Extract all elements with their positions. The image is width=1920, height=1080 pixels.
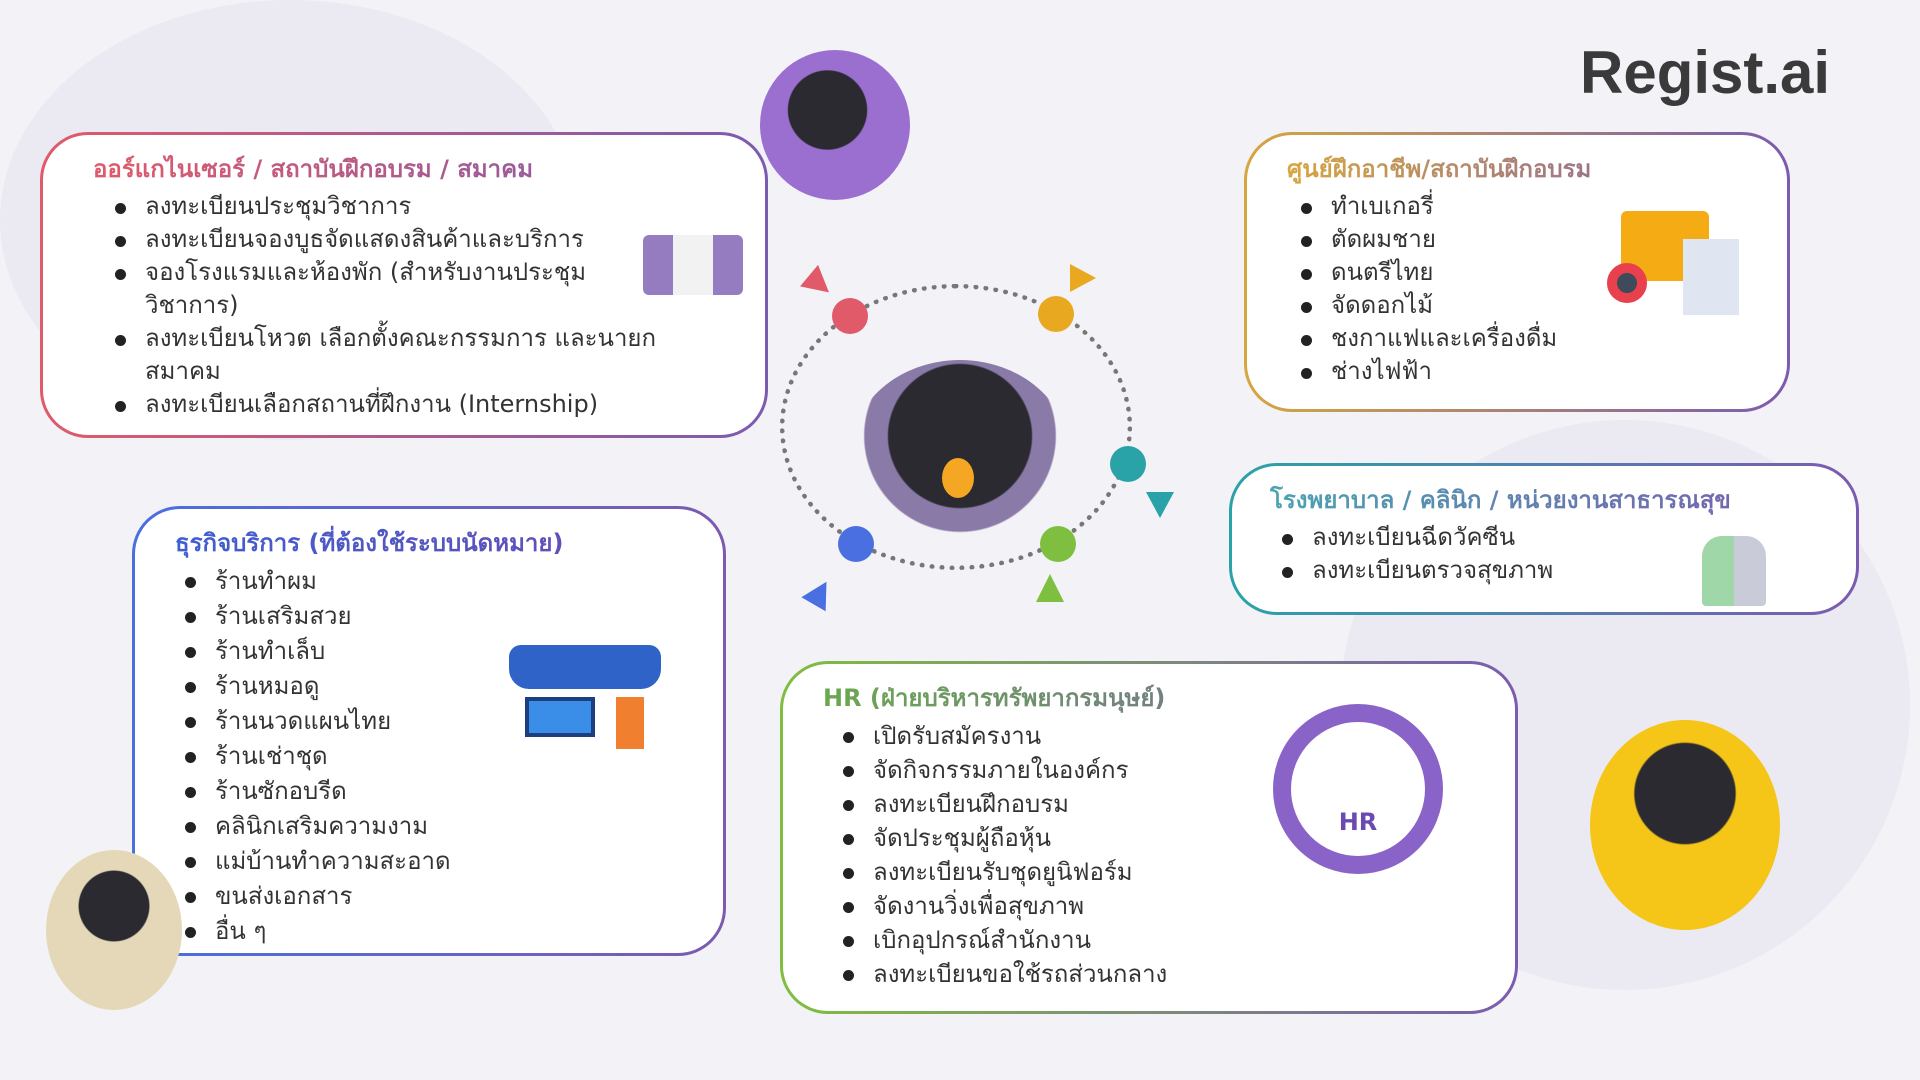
conference-illustration — [643, 235, 743, 295]
list-item: ร้านเสริมสวย — [185, 599, 693, 634]
list-item: ร้านทำเล็บ — [185, 634, 693, 669]
list-item: ลงทะเบียนโหวต เลือกตั้งคณะกรรมการ และนาย… — [115, 322, 675, 388]
list-item: แม่บ้านทำความสะอาด — [185, 844, 693, 879]
list-item: ช่างไฟฟ้า — [1301, 355, 1757, 388]
document-icon — [1683, 239, 1739, 315]
shop-icon — [509, 645, 661, 753]
list-item: จัดประชุมผู้ถือหุ้น — [843, 821, 1485, 855]
card-organizer: ออร์แกไนเซอร์ / สถาบันฝึกอบรม / สมาคม ลง… — [40, 132, 768, 438]
hr-badge: HR — [1338, 808, 1378, 836]
hub-dot-red — [832, 298, 868, 334]
card-hr: HR (ฝ่ายบริหารทรัพยากรมนุษย์) เปิดรับสมั… — [780, 661, 1518, 1014]
center-mascot-image — [850, 360, 1070, 550]
center-hub — [780, 284, 1132, 570]
card-health: โรงพยาบาล / คลินิก / หน่วยงานสาธารณสุข ล… — [1229, 463, 1859, 615]
list-item: จัดดอกไม้ — [1301, 289, 1757, 322]
list-item: ร้านนวดแผนไทย — [185, 704, 693, 739]
list-item: ทำเบเกอรี่ — [1301, 190, 1757, 223]
list-item: จองโรงแรมและห้องพัก (สำหรับงานประชุมวิชา… — [115, 256, 675, 322]
list-item: ขนส่งเอกสาร — [185, 879, 693, 914]
mascot-yellow-image — [1590, 720, 1780, 930]
card-title: โรงพยาบาล / คลินิก / หน่วยงานสาธารณสุข — [1270, 480, 1826, 519]
hub-dot-gold — [1038, 296, 1074, 332]
list-item: ลงทะเบียนจองบูธจัดแสดงสินค้าและบริการ — [115, 223, 675, 256]
card-title: ศูนย์ฝึกอาชีพ/สถาบันฝึกอบรม — [1287, 149, 1757, 188]
mascot-purple-image — [760, 50, 910, 200]
hub-dot-teal — [1110, 446, 1146, 482]
arrow-blue — [801, 574, 839, 612]
list-item: เปิดรับสมัครงาน — [843, 719, 1485, 753]
list-item: ลงทะเบียนรับชุดยูนิฟอร์ม — [843, 855, 1485, 889]
gear-icon — [1607, 263, 1647, 303]
list-item: จัดกิจกรรมภายในองค์กร — [843, 753, 1485, 787]
arrow-green — [1036, 574, 1064, 602]
list-item: จัดงานวิ่งเพื่อสุขภาพ — [843, 889, 1485, 923]
list-item: ชงกาแฟและเครื่องดื่ม — [1301, 322, 1757, 355]
list-item: เบิกอุปกรณ์สำนักงาน — [843, 923, 1485, 957]
list-item: อื่น ๆ — [185, 914, 693, 949]
card-title: ธุรกิจบริการ (ที่ต้องใช้ระบบนัดหมาย) — [175, 523, 693, 562]
list-item: ร้านเช่าชุด — [185, 739, 693, 774]
mascot-beak — [942, 458, 974, 498]
list-item: ลงทะเบียนเลือกสถานที่ฝึกงาน (Internship) — [115, 388, 675, 421]
list-item: ร้านทำผม — [185, 564, 693, 599]
list-item: ลงทะเบียนฉีดวัคซีน — [1282, 521, 1826, 554]
card-title: HR (ฝ่ายบริหารทรัพยากรมนุษย์) — [823, 678, 1485, 717]
card-business: ธุรกิจบริการ (ที่ต้องใช้ระบบนัดหมาย) ร้า… — [132, 506, 726, 956]
doctor-illustration — [1702, 536, 1766, 606]
card-title: ออร์แกไนเซอร์ / สถาบันฝึกอบรม / สมาคม — [93, 149, 735, 188]
arrow-gold — [1070, 264, 1096, 292]
hub-dot-green — [1040, 526, 1076, 562]
arrow-red — [800, 264, 838, 304]
hub-dot-blue — [838, 526, 874, 562]
list-item: ร้านซักอบรีด — [185, 774, 693, 809]
list-item: ลงทะเบียนขอใช้รถส่วนกลาง — [843, 957, 1485, 991]
card-vocational: ศูนย์ฝึกอาชีพ/สถาบันฝึกอบรม ทำเบเกอรี่ ต… — [1244, 132, 1790, 412]
list-item: ร้านหมอดู — [185, 669, 693, 704]
mascot-beige-image — [46, 850, 182, 1010]
logo: Regist.ai — [1580, 39, 1831, 106]
list-item: ดนตรีไทย — [1301, 256, 1757, 289]
list-item: ลงทะเบียนประชุมวิชาการ — [115, 190, 675, 223]
list-item: คลินิกเสริมความงาม — [185, 809, 693, 844]
arrow-teal — [1146, 492, 1174, 518]
list-item: ตัดผมชาย — [1301, 223, 1757, 256]
list-item: ลงทะเบียนตรวจสุขภาพ — [1282, 554, 1826, 587]
hr-network-icon: HR — [1273, 704, 1443, 874]
list-item: ลงทะเบียนฝึกอบรม — [843, 787, 1485, 821]
